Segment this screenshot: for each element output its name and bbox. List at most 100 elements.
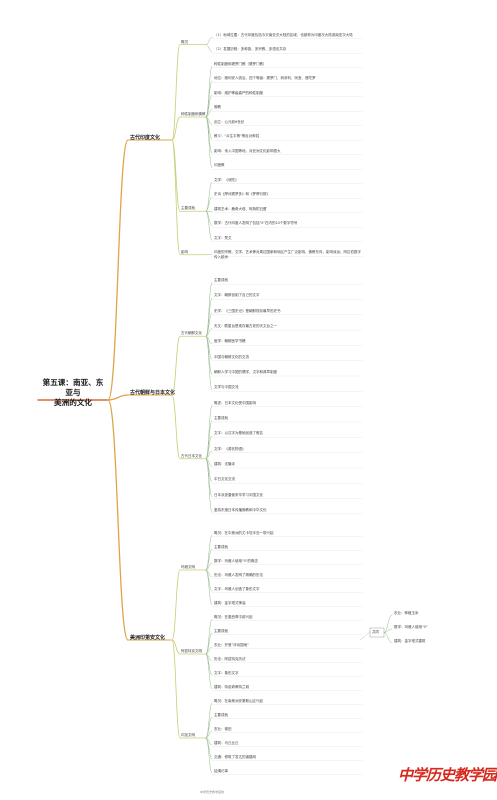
leaf-label: 交通：修筑了发达的道路网 (214, 754, 256, 759)
sub-label: 种姓制度和佛教 (181, 112, 206, 116)
leaf-label: 医学：朝鲜医学书籍 (214, 339, 246, 344)
leaf-label: 历法：阿兹特克历法 (214, 656, 246, 661)
leaf-connector (205, 109, 213, 118)
leaf-label: 建筑：马丘比丘 (214, 740, 239, 745)
leaf-label: 佛教 (214, 105, 221, 110)
sub-label: 概况 (181, 39, 188, 44)
leaf-connector (205, 95, 213, 118)
sub-label: 古代日本文化 (181, 453, 202, 458)
leaf-connector (205, 336, 213, 391)
side-note-item: 建筑：金字塔式建筑 (394, 639, 426, 643)
side-note-connector (359, 631, 371, 641)
leaf-connector (205, 653, 213, 690)
leaf-label: 概述：日本文化受中国影响 (214, 400, 256, 405)
leaf-connector (205, 534, 213, 571)
leaf-connector (205, 737, 213, 774)
leaf-label: 史学：《三国史记》是朝鲜现存最早的史书 (214, 308, 281, 313)
leaf-label: 历法：玛雅人发明了精确的历法 (214, 572, 263, 577)
leaf-label: 主要成就 (214, 278, 228, 283)
leaf-connector (205, 116, 213, 168)
leaf-connector (205, 404, 213, 459)
leaf-label: 文学：《源氏物语》 (214, 446, 246, 451)
leaf-label: 农业：开垦"浮动园地" (214, 642, 249, 647)
leaf-connector (205, 435, 213, 459)
leaf-connector (205, 458, 213, 513)
leaf-label: 创立：公元前6世纪 (214, 119, 245, 124)
side-note-item: 数学：玛雅人使用"0" (394, 625, 428, 629)
leaf-label: 主要成就 (214, 628, 228, 633)
leaf-connector (205, 182, 213, 212)
leaf-connector (205, 618, 213, 655)
root-title-line2: 美洲的文化 (54, 398, 92, 407)
side-note-item-connector (383, 614, 393, 633)
sub-connector (171, 639, 181, 739)
sub-label: 古代朝鲜文化 (181, 331, 202, 336)
leaf-connector (205, 37, 213, 45)
leaf-connector (205, 646, 213, 655)
leaf-connector (205, 716, 213, 739)
leaf-connector (205, 336, 213, 375)
sub-connector (171, 335, 181, 396)
leaf-connector (205, 297, 213, 337)
leaf-connector (205, 66, 213, 118)
leaf-label: 文学：《吠陀》 (214, 177, 239, 182)
leaf-connector (205, 80, 213, 118)
leaf-connector (205, 196, 213, 212)
leaf-label: 文字：朝鲜创制了自己的文字 (214, 293, 260, 298)
sub-connector (171, 139, 181, 256)
leaf-label: 概况：在中美洲的尤卡坦半岛一带兴起 (214, 530, 274, 535)
sub-label: 印加文明 (181, 733, 195, 737)
branch-label: 美洲印第安文化 (130, 635, 166, 641)
leaf-label: 中国与朝鲜文化的交流 (214, 354, 249, 359)
sub-label: 影响 (181, 249, 188, 254)
leaf-label: 种姓制度和婆罗门教（婆罗门教） (214, 61, 267, 66)
leaf-connector (205, 632, 213, 655)
leaf-connector (205, 44, 213, 52)
leaf-label: （1）地域位置：古代印度包括今天南亚次大陆的区域，也被称为印度次大陆或南亚次大陆 (214, 32, 353, 37)
footer-text: 中学历史教学园地 (200, 790, 225, 794)
branch-label: 古代朝鲜与日本文化 (130, 390, 176, 396)
leaf-connector (205, 562, 213, 571)
leaf-connector (205, 116, 213, 154)
leaf-label: 影响：传入中国等地，对亚洲文化影响很大 (214, 148, 281, 153)
leaf-connector (205, 569, 213, 606)
leaf-label: 数学：玛雅人使用"0"的概念 (214, 558, 258, 563)
side-note-item-connector (383, 628, 393, 633)
leaf-label: 文学与中国交流 (214, 385, 239, 390)
leaf-label: 地位：雅利安人统治，四个等级：婆罗门、刹帝利、吠舍、首陀罗 (214, 76, 316, 81)
sub-label: 主要成就 (181, 206, 195, 211)
leaf-label: 文字：以汉字为基础创造了假名 (214, 431, 263, 436)
leaf-label: 文字：梵文 (214, 235, 232, 240)
leaf-label: 朝鲜人学习中国的儒学、汉字和典章制度 (214, 370, 277, 375)
side-note-item: 农业：种植玉米 (394, 611, 419, 615)
leaf-connector (205, 458, 213, 498)
leaf-label: 日本派遣唐使来华学习中国文化 (214, 492, 263, 497)
leaf-connector (205, 328, 213, 337)
branch-label: 古代印度文化 (130, 135, 161, 141)
branch-connector (107, 394, 129, 401)
leaf-label: 教义："众生平等"等反对种姓 (214, 134, 260, 139)
root-node: 第五课：南亚、东亚与 美洲的文化 (40, 378, 106, 408)
side-note-label: 共同 (372, 630, 379, 634)
leaf-connector (205, 702, 213, 739)
sub-connector (171, 116, 181, 141)
leaf-label: 建筑：法隆寺 (214, 461, 235, 466)
leaf-label: 中日文化交流 (214, 477, 235, 482)
leaf-label: 鉴真东渡日本传播佛教和中华文化 (214, 507, 267, 512)
leaf-label: 建筑艺术：桑奇大塔、阿旃陀石窟 (214, 206, 267, 211)
leaf-label: 文字：象形文字 (214, 670, 239, 675)
sub-label: 玛雅文明 (181, 565, 195, 569)
sub-connector (171, 569, 181, 641)
leaf-connector (205, 548, 213, 571)
leaf-label: 印度教 (214, 163, 225, 168)
sub-connector (171, 639, 181, 655)
leaf-label: 概况：在墨西哥中部兴起 (214, 614, 253, 619)
sub-connector (171, 44, 181, 141)
leaf-label: 影响：维护等级森严的种姓制度 (214, 90, 263, 95)
sub-label: 阿兹特克文明 (181, 649, 202, 653)
leaf-label: 主要成就 (214, 544, 228, 549)
leaf-connector (205, 450, 213, 459)
leaf-label: 概况：在南美洲安第斯山区兴起 (214, 698, 263, 703)
leaf-label: 结绳记事 (214, 768, 228, 773)
